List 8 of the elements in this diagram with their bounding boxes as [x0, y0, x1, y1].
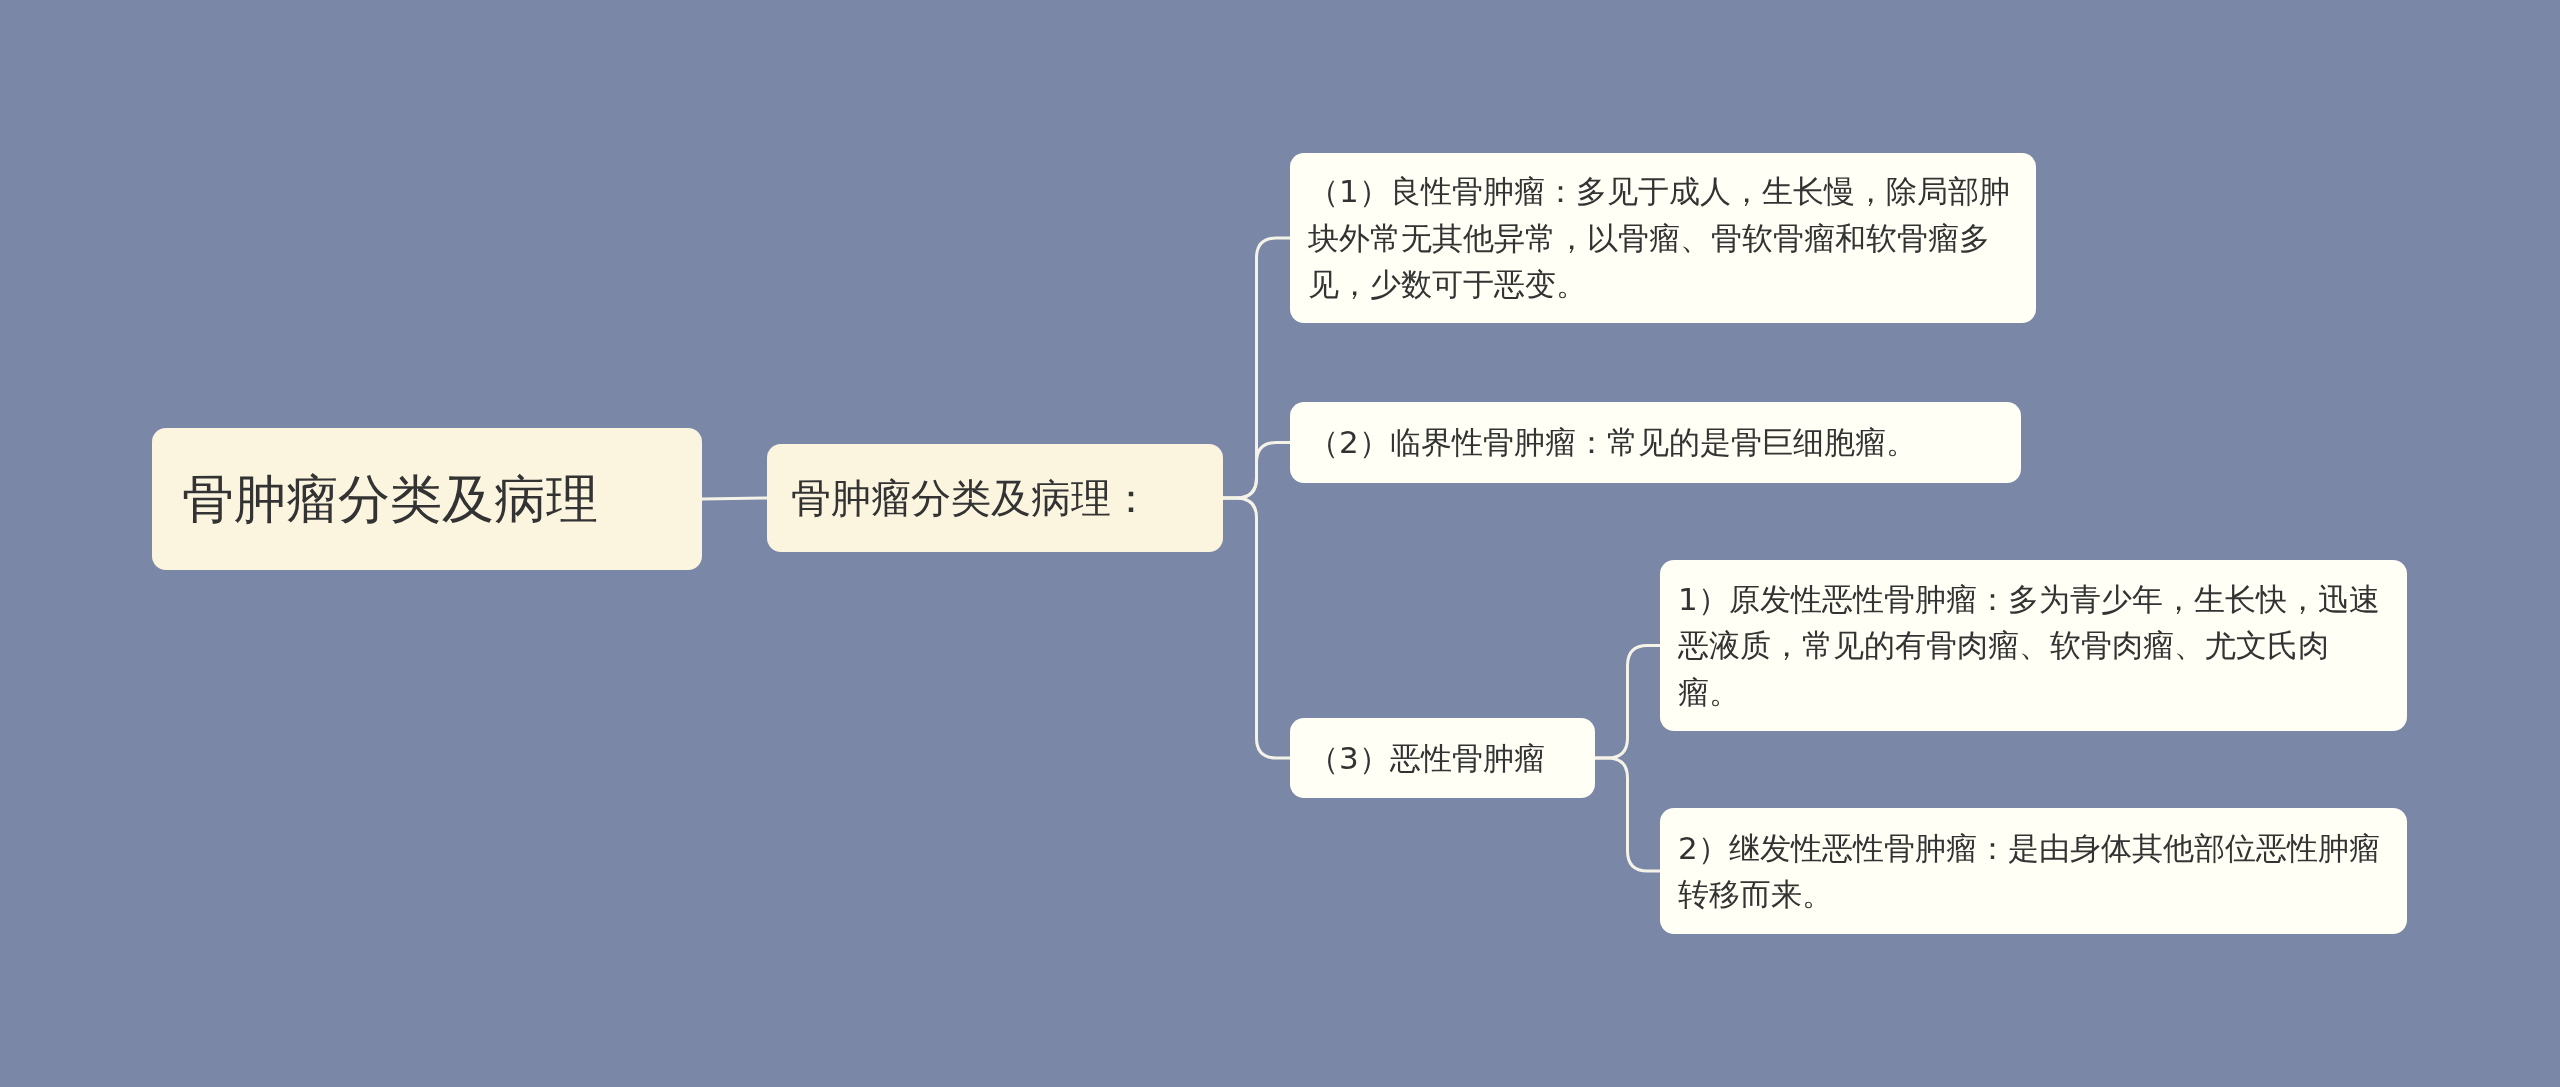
- topic-box: 1）原发性恶性骨肿瘤：多为青少年，生长快，迅速恶液质，常见的有骨肉瘤、软骨肉瘤、尤文氏肉瘤。: [1660, 560, 2407, 731]
- root-box: 骨肿瘤分类及病理: [152, 428, 702, 570]
- topic-box: 2）继发性恶性骨肿瘤：是由身体其他部位恶性肿瘤转移而来。: [1660, 808, 2407, 934]
- connector-line: [701, 496, 768, 501]
- topic-box: （1）良性骨肿瘤：多见于成人，生长慢，除局部肿块外常无其他异常，以骨瘤、骨软骨瘤和软骨瘤多见，少数可于恶变。: [1290, 153, 2036, 323]
- topic-box: 骨肿瘤分类及病理：: [767, 444, 1223, 552]
- topic-box: （3）恶性骨肿瘤: [1290, 718, 1595, 798]
- topic-box: （2）临界性骨肿瘤：常见的是骨巨细胞瘤。: [1290, 402, 2021, 483]
